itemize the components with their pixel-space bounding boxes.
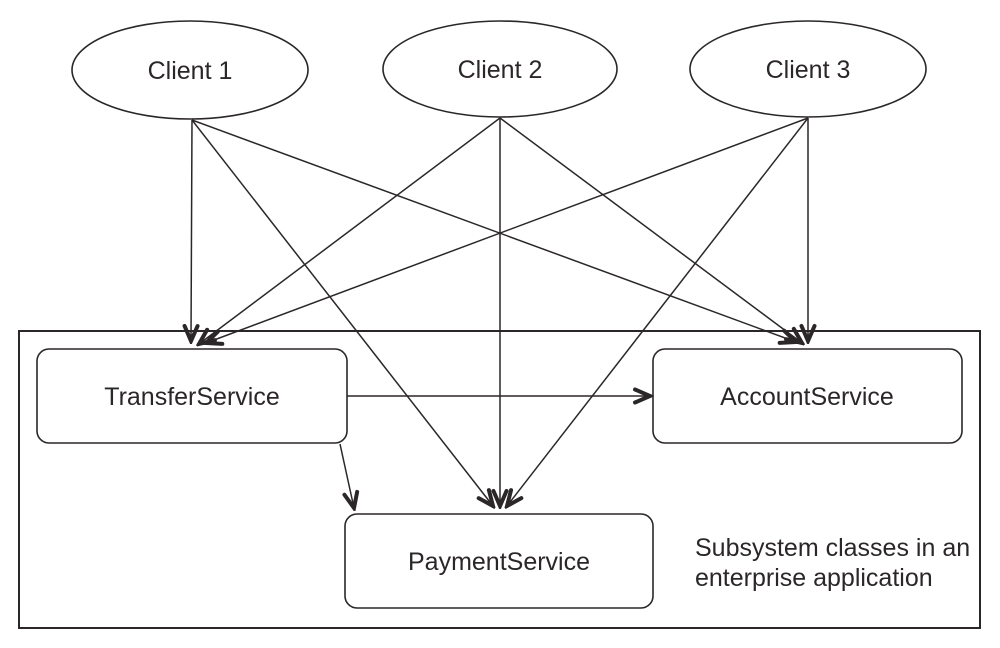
edge-client1-to-accountservice	[191, 119, 796, 342]
edge-client3-to-paymentservice	[507, 117, 809, 506]
caption-line-2: enterprise application	[695, 564, 933, 592]
client-2-ellipse	[382, 20, 618, 118]
caption-line-1: Subsystem classes in an	[695, 534, 970, 562]
edges	[191, 117, 809, 508]
edge-client2-to-transferservice	[199, 117, 501, 344]
edge-client1-to-transferservice	[191, 119, 192, 341]
edge-client1-to-paymentservice	[191, 119, 493, 506]
account-service-label: AccountService	[720, 383, 894, 411]
transfer-service-box	[36, 348, 348, 444]
payment-service-box	[344, 513, 654, 609]
client-1-label: Client 1	[148, 57, 233, 85]
edge-client3-to-transferservice	[206, 117, 809, 343]
account-service-box	[652, 348, 963, 444]
client-3-label: Client 3	[766, 56, 851, 84]
client-2-label: Client 2	[458, 56, 543, 84]
edge-client2-to-accountservice	[499, 117, 802, 343]
edge-transferservice-to-paymentservice	[339, 443, 354, 508]
payment-service-label: PaymentService	[408, 548, 590, 576]
client-1-ellipse	[71, 20, 309, 120]
client-3-ellipse	[689, 20, 927, 118]
transfer-service-label: TransferService	[104, 383, 280, 411]
